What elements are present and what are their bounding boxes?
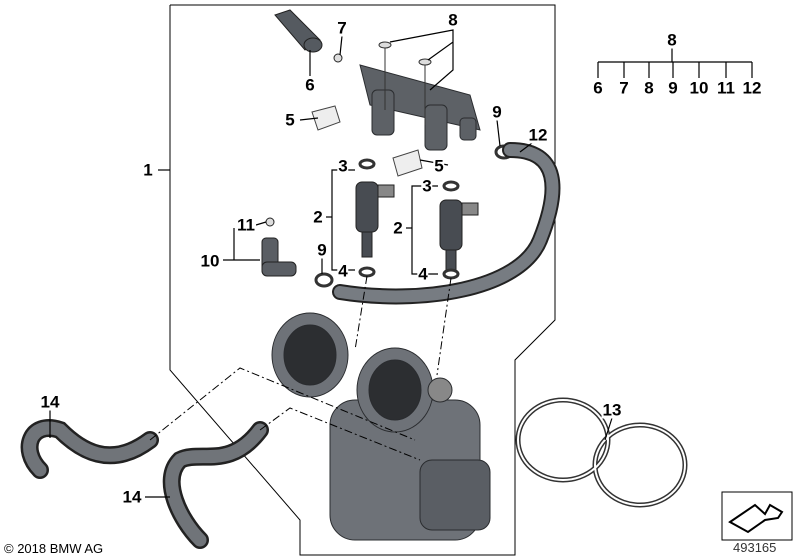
set-legend-child: 8 <box>643 78 655 98</box>
set-legend-child: 10 <box>688 78 710 98</box>
callout-12[interactable]: 12 <box>527 125 549 145</box>
set-legend-child: 6 <box>592 78 604 98</box>
connector-part <box>274 9 343 63</box>
set-legend-parent: 8 <box>666 30 678 50</box>
view-arrow-icon <box>721 491 793 541</box>
clips <box>311 105 423 177</box>
set-legend-child: 11 <box>716 78 736 98</box>
diagram-number: 493165 <box>733 540 777 555</box>
callout-5[interactable]: 5 <box>284 110 296 130</box>
elbow-fitting <box>261 217 297 277</box>
callout-9[interactable]: 9 <box>316 240 328 260</box>
screws <box>378 41 432 125</box>
callout-1[interactable]: 1 <box>142 160 154 180</box>
callout-13[interactable]: 13 <box>601 400 623 420</box>
callout-5[interactable]: 5 <box>433 156 445 176</box>
callout-11[interactable]: 11 <box>236 215 256 235</box>
callout-3[interactable]: 3 <box>337 156 349 176</box>
callout-2[interactable]: 2 <box>312 207 324 227</box>
fuel-rail <box>359 64 481 151</box>
injectors <box>355 181 479 271</box>
set-legend-child: 7 <box>618 78 630 98</box>
callout-4[interactable]: 4 <box>337 261 349 281</box>
callout-2[interactable]: 2 <box>392 218 404 238</box>
callout-6[interactable]: 6 <box>304 75 316 95</box>
set-legend-child: 9 <box>667 78 679 98</box>
callout-7[interactable]: 7 <box>336 18 348 38</box>
throttle-body <box>271 312 491 541</box>
callout-14[interactable]: 14 <box>39 392 61 412</box>
callout-4[interactable]: 4 <box>417 264 429 284</box>
copyright: © 2018 BMW AG <box>4 541 104 556</box>
callout-8[interactable]: 8 <box>447 10 459 30</box>
set-legend-child: 12 <box>741 78 763 98</box>
callout-9[interactable]: 9 <box>491 102 503 122</box>
group-boundary-line <box>169 4 556 556</box>
callout-3[interactable]: 3 <box>421 176 433 196</box>
callout-10[interactable]: 10 <box>199 251 221 271</box>
assembly-lines <box>149 275 452 461</box>
callout-14[interactable]: 14 <box>121 487 143 507</box>
